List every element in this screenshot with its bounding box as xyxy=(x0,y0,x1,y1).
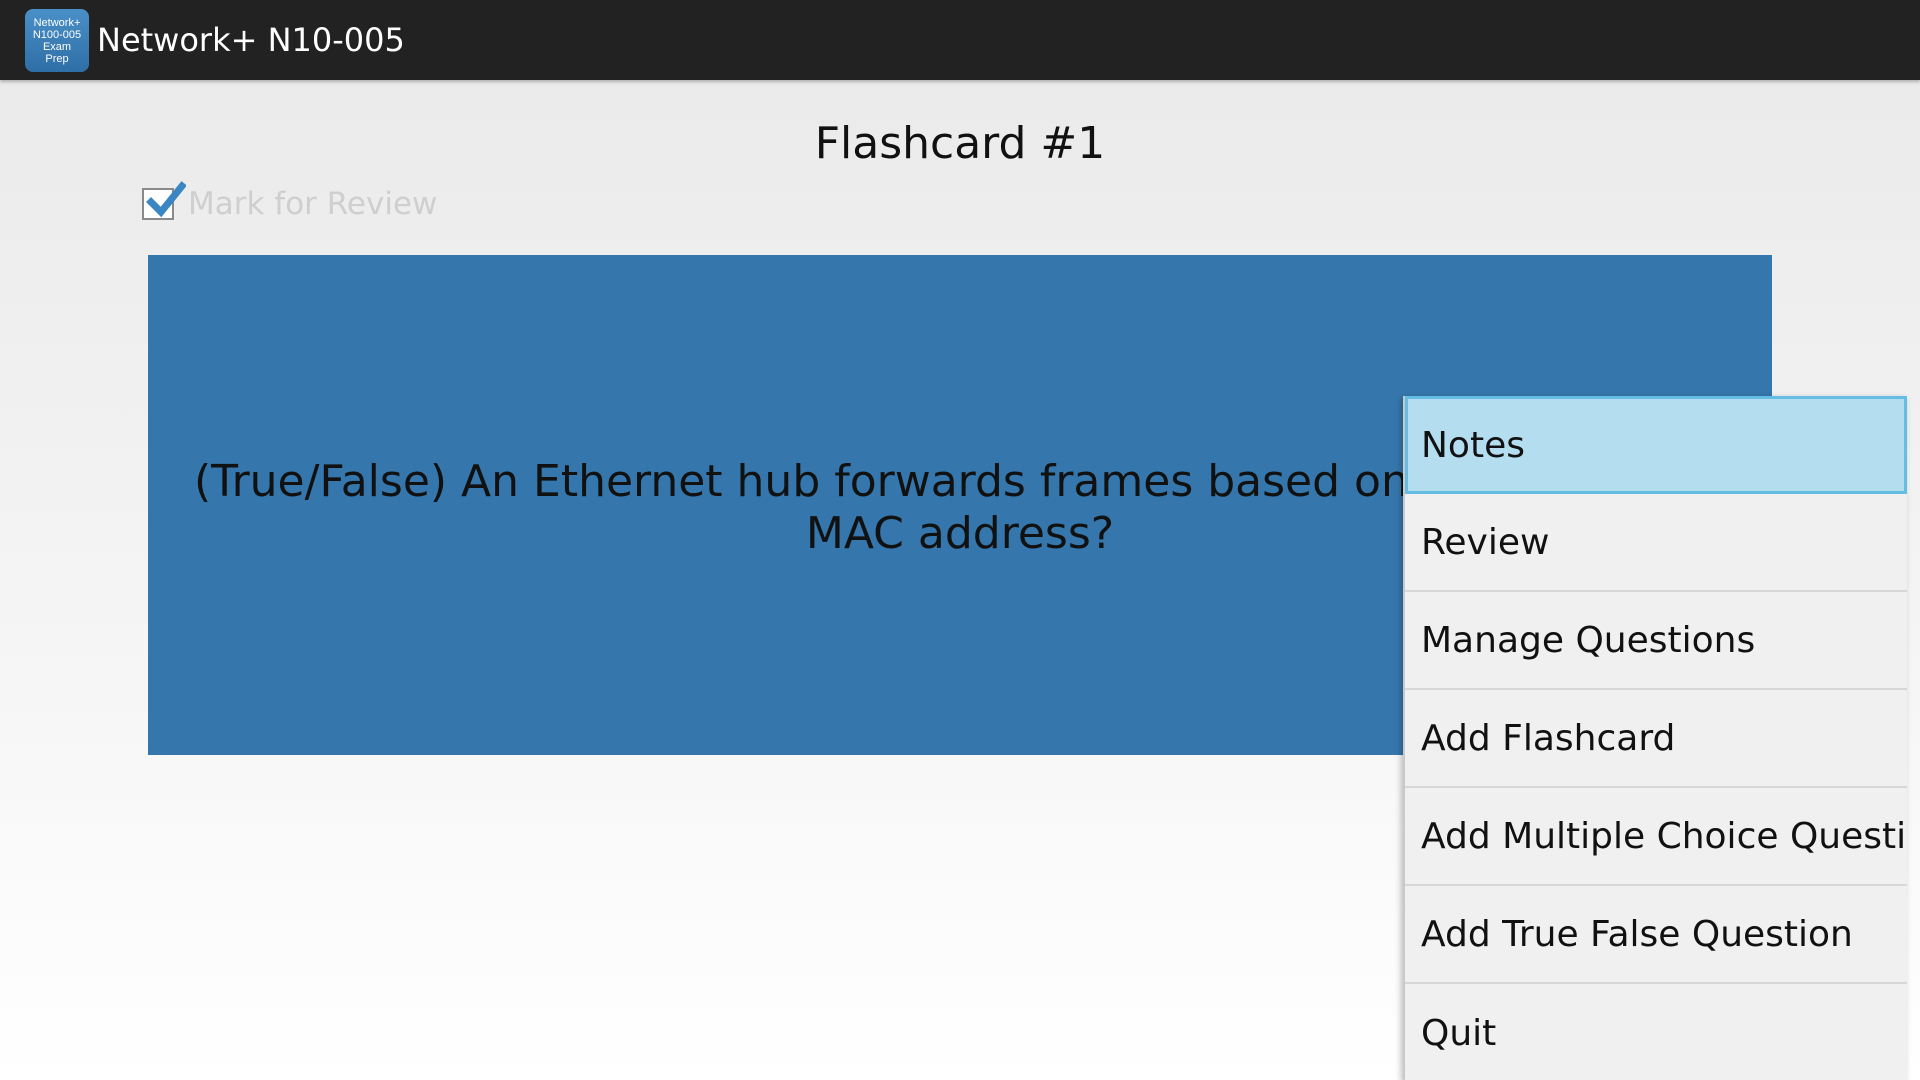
menu-item-notes[interactable]: Notes xyxy=(1405,396,1907,494)
app-icon-line-2: N100-005 xyxy=(32,28,82,41)
flashcard-question-line-1: (True/False) An Ethernet hub forwards fr… xyxy=(194,456,1570,507)
menu-item-label: Add Flashcard xyxy=(1421,717,1676,759)
flashcard-title: Flashcard #1 xyxy=(814,118,1106,169)
app-icon-line-3: Exam xyxy=(42,40,72,53)
checkmark-icon xyxy=(146,181,186,218)
menu-item-review[interactable]: Review xyxy=(1405,494,1907,592)
mark-for-review-row[interactable]: Mark for Review xyxy=(142,180,437,228)
flashcard-question-line-2: MAC address? xyxy=(805,508,1115,559)
menu-item-label: Manage Questions xyxy=(1421,619,1756,661)
action-bar: Network+ N100-005 Exam Prep Network+ N10… xyxy=(0,0,1920,80)
menu-item-label: Quit xyxy=(1421,1012,1497,1054)
app-title: Network+ N10-005 xyxy=(97,21,405,59)
menu-item-add-true-false-question[interactable]: Add True False Question xyxy=(1405,886,1907,984)
menu-item-label: Review xyxy=(1421,521,1550,563)
menu-item-add-multiple-choice-question[interactable]: Add Multiple Choice Question xyxy=(1405,788,1907,886)
app-icon-line-4: Prep xyxy=(45,52,69,65)
menu-item-label: Add True False Question xyxy=(1421,913,1853,955)
flashcard-question: (True/False) An Ethernet hub forwards fr… xyxy=(182,456,1738,560)
mark-for-review-checkbox[interactable] xyxy=(142,181,186,220)
mark-for-review-label: Mark for Review xyxy=(188,186,438,222)
menu-item-label: Add Multiple Choice Question xyxy=(1421,815,1907,857)
menu-item-add-flashcard[interactable]: Add Flashcard xyxy=(1405,690,1907,788)
overflow-menu: Notes Review Manage Questions Add Flashc… xyxy=(1403,396,1907,1080)
app-icon[interactable]: Network+ N100-005 Exam Prep xyxy=(25,9,89,72)
menu-item-manage-questions[interactable]: Manage Questions xyxy=(1405,592,1907,690)
menu-item-quit[interactable]: Quit xyxy=(1405,984,1907,1080)
menu-item-label: Notes xyxy=(1421,424,1525,466)
app-icon-line-1: Network+ xyxy=(33,16,81,29)
